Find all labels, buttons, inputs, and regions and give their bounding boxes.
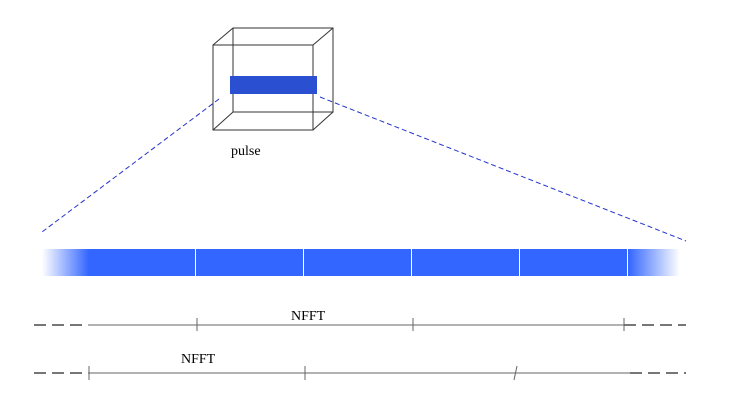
projection-line-left [41, 98, 220, 233]
nfft-label-bottom: NFFT [181, 352, 216, 367]
cube-edge-bottom-left [212, 111, 234, 131]
band-segment [520, 249, 627, 276]
nfft-label-top: NFFT [291, 309, 326, 324]
cube-edge-bottom-right [312, 111, 334, 131]
signal-band [42, 249, 680, 276]
cube-edge-top-left [212, 27, 234, 46]
band-segment [304, 249, 411, 276]
nfft-scale-top: NFFT [34, 309, 686, 331]
band-segment [412, 249, 519, 276]
band-fade-right [628, 249, 680, 276]
cube-edge-top-right [312, 27, 334, 46]
band-segment [196, 249, 303, 276]
band-segment [89, 249, 195, 276]
cube-back-face [232, 27, 334, 113]
pulse-label: pulse [231, 144, 261, 159]
pulse-bar [230, 76, 317, 94]
band-fade-left [42, 249, 89, 276]
nfft-scale-bottom: NFFT [34, 352, 686, 381]
projection-line-right [319, 96, 687, 242]
scale-tick [513, 365, 518, 381]
